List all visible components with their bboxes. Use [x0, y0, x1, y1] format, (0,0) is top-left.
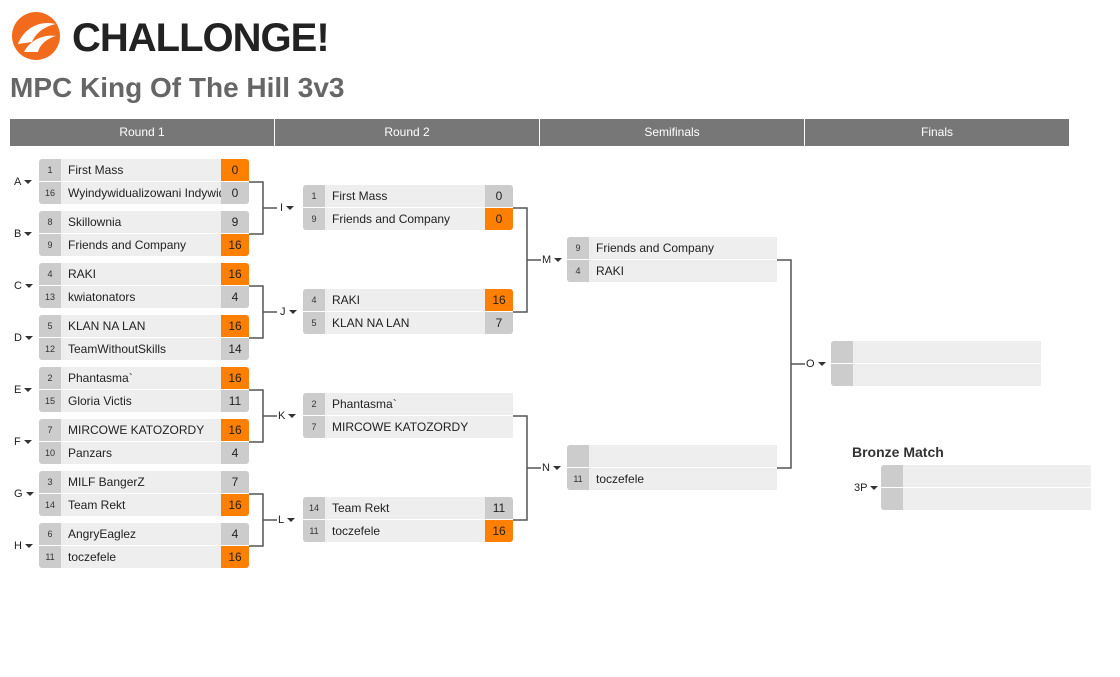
match-label-O[interactable]: O [806, 358, 826, 370]
match-label-B[interactable]: B [14, 228, 33, 240]
match-label-A[interactable]: A [14, 176, 33, 188]
match-label-I[interactable]: I [280, 202, 295, 214]
team-row[interactable] [881, 465, 1091, 487]
caret-down-icon [288, 310, 297, 315]
round-headers: Round 1 Round 2 Semifinals Finals [10, 119, 1070, 146]
match-label-D[interactable]: D [14, 332, 33, 344]
challonge-logo[interactable]: CHALLONGE! [10, 8, 330, 66]
caret-down-icon [24, 388, 33, 393]
caret-down-icon [870, 486, 879, 491]
brand-name: CHALLONGE! [72, 16, 330, 60]
caret-down-icon [554, 258, 563, 263]
round-header-1: Round 1 [10, 119, 274, 146]
round-header-finals: Finals [805, 119, 1069, 146]
match-label-K[interactable]: K [278, 410, 297, 422]
match-label-N[interactable]: N [542, 462, 561, 474]
match-label-E[interactable]: E [14, 384, 33, 396]
team-row[interactable] [831, 364, 1041, 386]
caret-down-icon [24, 336, 33, 341]
round-header-2: Round 2 [275, 119, 539, 146]
match-3P[interactable] [881, 465, 1091, 511]
round-header-semifinals: Semifinals [540, 119, 804, 146]
caret-down-icon [288, 414, 297, 419]
match-O[interactable] [831, 341, 1041, 387]
team-row[interactable] [831, 341, 1041, 363]
match-label-M[interactable]: M [542, 254, 563, 266]
match-label-F[interactable]: F [14, 436, 32, 448]
match-label-C[interactable]: C [14, 280, 33, 292]
caret-down-icon [24, 544, 33, 549]
match-label-H[interactable]: H [14, 540, 33, 552]
caret-down-icon [25, 492, 34, 497]
caret-down-icon [286, 206, 295, 211]
match-label-L[interactable]: L [278, 514, 296, 526]
caret-down-icon [287, 518, 296, 523]
match-label-3P[interactable]: 3P [854, 482, 879, 494]
team-row[interactable] [567, 445, 777, 467]
caret-down-icon [23, 440, 32, 445]
bronze-match-title: Bronze Match [852, 444, 944, 460]
caret-down-icon [817, 362, 826, 367]
caret-down-icon [24, 232, 33, 237]
match-label-G[interactable]: G [14, 488, 34, 500]
caret-down-icon [552, 466, 561, 471]
match-label-J[interactable]: J [280, 306, 297, 318]
caret-down-icon [24, 180, 33, 185]
caret-down-icon [24, 284, 33, 289]
team-row[interactable] [881, 488, 1091, 510]
tournament-title: MPC King Of The Hill 3v3 [10, 72, 345, 103]
challonge-logo-icon [12, 12, 60, 60]
